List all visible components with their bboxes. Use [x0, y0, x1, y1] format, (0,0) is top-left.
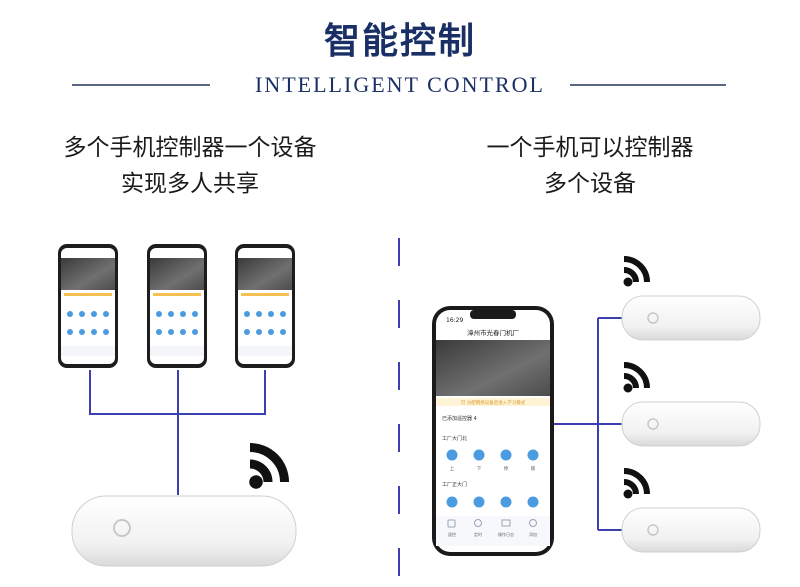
phone-btn-label-1: 上 [450, 465, 455, 472]
phone-btn-label-3: 停 [504, 465, 509, 472]
right-caption-line2: 多个设备 [544, 171, 636, 197]
wifi-icon-right-1 [624, 259, 648, 287]
title-rule-right [570, 84, 726, 86]
right-connectors [550, 317, 622, 531]
page-subtitle: INTELLIGENT CONTROL [255, 72, 545, 97]
phone-nav-label-2: 定时 [474, 531, 482, 537]
title-rule-left [72, 84, 210, 86]
phone-left-2 [147, 244, 207, 368]
page-title: 智能控制 [323, 20, 476, 62]
phone-left-1 [58, 244, 118, 368]
phone-btn-label-2: 下 [477, 466, 482, 472]
phone-nav-label-1: 遥控 [448, 531, 456, 537]
phone-nav-label-3: 操作日志 [498, 531, 514, 537]
phone-group1-name: 工厂大门北 [442, 435, 467, 442]
phone-group2-name: 工厂正大门 [442, 481, 467, 488]
phone-main: 16:29 漳州市光春门机厂 可 分配网络设备后进入学习模式 已添加遥控器 4 … [432, 306, 554, 556]
wifi-icon-left [249, 448, 284, 489]
phone-banner: 可 分配网络设备后进入学习模式 [461, 399, 526, 406]
phone-btn-label-4: 锁 [531, 465, 536, 472]
remote-device-3 [621, 507, 761, 553]
wifi-icon-right-3 [624, 471, 648, 499]
phone-app-title: 漳州市光春门机厂 [467, 328, 520, 337]
left-connectors [89, 370, 266, 495]
phone-section-label: 已添加遥控器 4 [442, 415, 477, 422]
remote-device-2 [621, 401, 761, 447]
remote-device-large [71, 495, 297, 567]
phone-status-time: 16:29 [446, 317, 463, 324]
wifi-icon-right-2 [624, 365, 648, 393]
right-caption: 一个手机可以控制器 多个设备 [410, 130, 770, 202]
phone-nav-label-4: 添加 [529, 531, 537, 537]
left-caption-line1: 多个手机控制器一个设备 [63, 135, 317, 161]
right-caption-line1: 一个手机可以控制器 [486, 135, 694, 161]
remote-device-1 [621, 295, 761, 341]
left-caption-line2: 实现多人共享 [121, 171, 259, 197]
left-caption: 多个手机控制器一个设备 实现多人共享 [10, 130, 370, 202]
phone-left-3 [235, 244, 295, 368]
